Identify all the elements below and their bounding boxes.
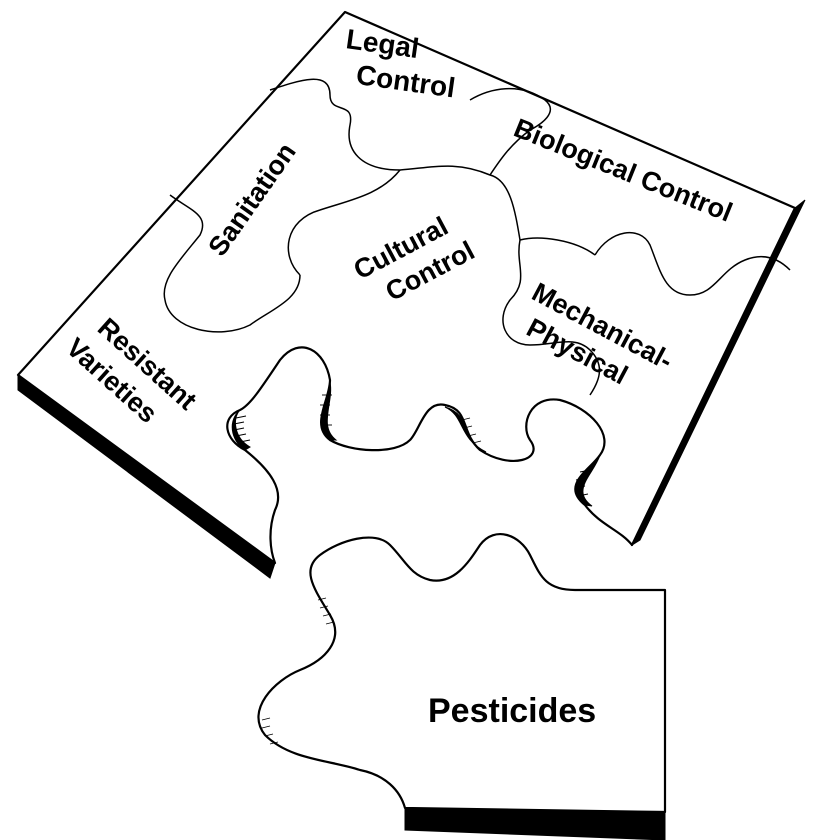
piece-seams xyxy=(163,78,791,396)
pesticides-surface xyxy=(257,533,667,814)
gap-wall-shading-4 xyxy=(575,454,601,507)
gap-hatching xyxy=(233,394,591,497)
gap-wall-shading xyxy=(231,409,251,451)
pesticides-piece xyxy=(257,533,667,840)
gap-wall-shading-3 xyxy=(321,381,338,441)
pesticides-bottom-edge xyxy=(404,807,666,840)
gap-wall-shading-2 xyxy=(444,406,487,453)
pesticides-hatching xyxy=(261,597,335,745)
label-pesticides: Pesticides xyxy=(428,692,596,730)
puzzle-board xyxy=(16,10,806,579)
